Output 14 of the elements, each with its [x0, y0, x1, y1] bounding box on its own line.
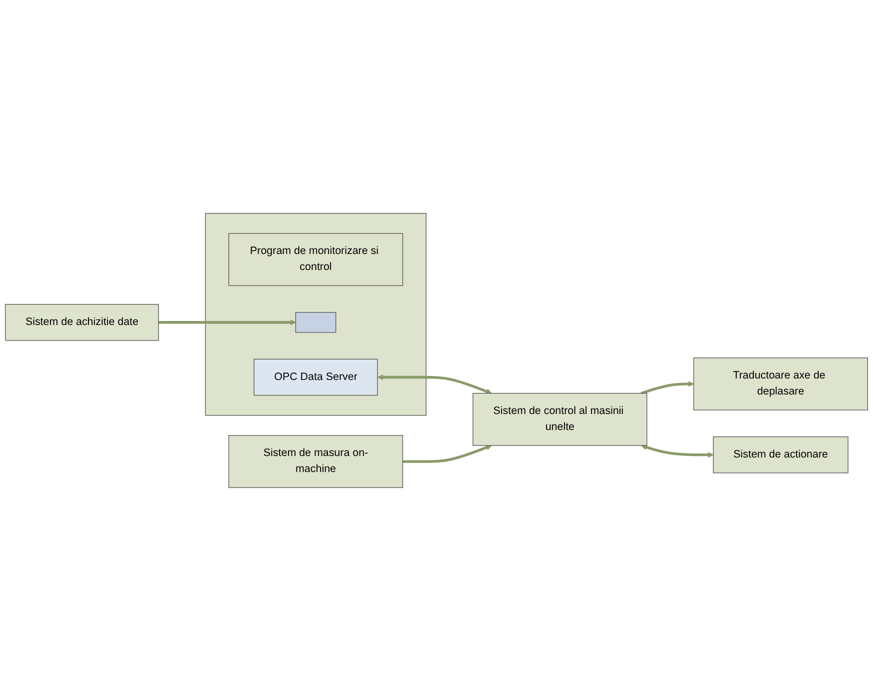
arrow	[377, 374, 492, 394]
node-box: Program de monitorizare si control	[228, 232, 404, 286]
node-box: Sistem de actionare	[712, 436, 848, 473]
node-box: Sistem de achizitie date	[5, 304, 159, 340]
arrow	[641, 444, 714, 458]
node-box: Sistem de masura on-machine	[228, 434, 404, 488]
arrow	[158, 318, 296, 325]
node-box	[295, 312, 336, 332]
arrow	[640, 380, 694, 394]
node-box: Traductoare axe de deplasare	[693, 357, 868, 410]
cluster	[205, 212, 426, 416]
node-box: OPC Data Server	[254, 358, 378, 396]
arrow	[402, 444, 492, 462]
node-box: Sistem de control al masinii unelte	[472, 392, 648, 446]
